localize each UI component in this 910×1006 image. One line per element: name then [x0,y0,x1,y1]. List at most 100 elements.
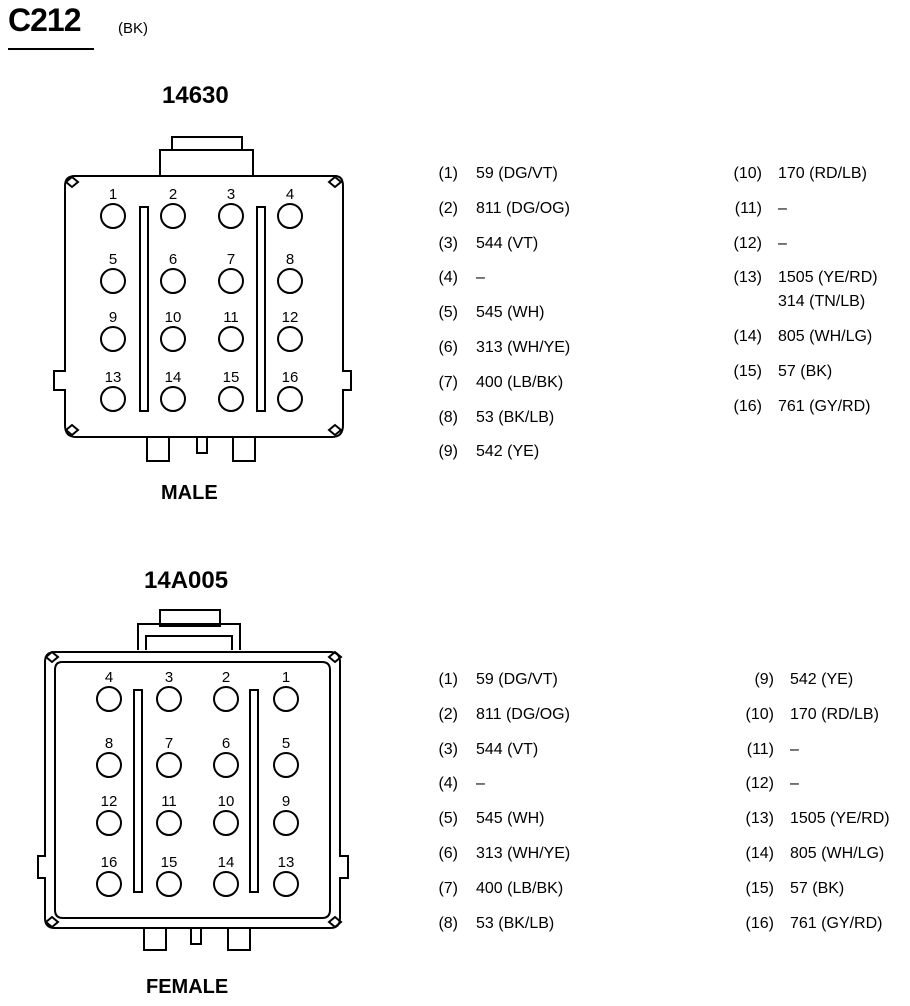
cavity-number: 10 [218,793,235,810]
circuit-wire: – [778,234,787,252]
cavity-number: 4 [105,669,113,686]
pin-entry: (8)53 (BK/LB) [432,914,570,934]
connector-color-code: (BK) [118,20,148,37]
circuit-wire: – [778,199,787,217]
pin-entry: (11)– [726,199,878,219]
pin-number: (12) [745,775,774,793]
cavity-number: 7 [165,735,173,752]
pin-number: (16) [733,397,762,415]
circuit-wire: – [790,740,799,758]
female-pin-list-left: (1)59 (DG/VT)(2)811 (DG/OG)(3)544 (VT)(4… [432,670,570,948]
pin-cavity [277,203,303,229]
pin-entry: (9)542 (YE) [432,442,570,462]
pin-number: (9) [438,443,458,461]
pin-cavity [96,871,122,897]
cavity-number: 1 [109,186,117,203]
pin-entry: (11)– [740,740,890,760]
connector-title: C212 [8,2,81,38]
circuit-wire: 1505 (YE/RD) [790,810,890,828]
circuit-wire: 761 (GY/RD) [778,397,871,415]
pin-number: (13) [733,269,762,287]
cavity-number: 1 [282,669,290,686]
circuit-wire-secondary: 314 (TN/LB) [778,293,866,311]
pin-number: (9) [754,671,774,688]
pin-number: (14) [745,844,774,862]
circuit-wire: 53 (BK/LB) [476,914,555,932]
circuit-wire: 53 (BK/LB) [476,408,555,426]
pin-cavity [156,810,182,836]
cavity-number: 8 [105,735,113,752]
pin-entry: (13) 1505 (YE/RD) [740,809,890,829]
pin-entry: (12)– [740,774,890,794]
pin-entry: (3)544 (VT) [432,234,570,254]
circuit-wire: 545 (WH) [476,304,545,322]
pin-entry: (7)400 (LB/BK) [432,879,570,899]
pin-entry: (16)761 (GY/RD) [740,914,890,934]
cavity-number: 6 [222,735,230,752]
cavity-number: 14 [165,369,182,386]
female-part-number: 14A005 [144,567,229,594]
cavity-number: 14 [218,854,235,871]
circuit-wire: – [476,775,485,793]
pin-cavity [218,326,244,352]
pin-cavity [156,752,182,778]
pin-cavity [100,203,126,229]
circuit-wire: 811 (DG/OG) [476,199,570,217]
circuit-wire: 805 (WH/LG) [790,844,885,862]
pin-number: (2) [438,199,458,217]
cavity-number: 2 [222,669,230,686]
circuit-wire: 542 (YE) [790,671,854,688]
pin-cavity [100,386,126,412]
circuit-wire: 170 (RD/LB) [790,705,879,723]
pin-number: (12) [733,234,762,252]
cavity-number: 7 [227,251,235,268]
cavity-number: 16 [101,854,118,871]
cavity-number: 12 [101,793,118,810]
cavity-number: 5 [282,735,290,752]
cavity-number: 3 [227,186,235,203]
female-pin-list-right: (9) 542 (YE) (10) 170 (RD/LB) (11)– (12)– (13)… [740,670,890,948]
pin-number: (5) [438,304,458,322]
pin-entry: (14) 805 (WH/LG) [740,844,890,864]
circuit-wire: 59 (DG/VT) [476,165,558,182]
pin-number: (14) [733,328,762,346]
pin-cavity [277,386,303,412]
pin-cavity [273,752,299,778]
pin-cavity [277,326,303,352]
pin-number: (3) [438,234,458,252]
pin-cavity [218,268,244,294]
cavity-number: 2 [169,186,177,203]
pin-cavity [100,326,126,352]
cavity-number: 15 [161,854,178,871]
cavity-number: 3 [165,669,173,686]
pin-entry: (5)545 (WH) [432,809,570,829]
pin-cavity [213,871,239,897]
cavity-number: 8 [286,251,294,268]
circuit-wire: 59 (DG/VT) [476,671,558,688]
pin-entry: (1)59 (DG/VT) [432,164,570,184]
circuit-wire: 761 (GY/RD) [790,914,883,932]
circuit-wire: 805 (WH/LG) [778,328,873,346]
pin-entry: (16) 761 (GY/RD) [726,397,878,417]
cavity-number: 16 [282,369,299,386]
circuit-wire: 313 (WH/YE) [476,338,571,356]
pin-entry: (9) 542 (YE) [740,670,890,690]
pin-number: (10) [733,165,762,182]
pin-cavity [213,686,239,712]
pin-number: (13) [745,810,774,828]
pin-entry: (4)– [432,774,570,794]
pin-entry: (15)57 (BK) [740,879,890,899]
pin-entry: (2) 811 (DG/OG) [432,199,570,219]
pin-number: (3) [438,740,458,758]
pin-number: (7) [438,373,458,391]
pin-cavity [160,326,186,352]
pin-cavity [156,686,182,712]
pin-cavity [96,810,122,836]
cavity-number: 12 [282,309,299,326]
female-label: FEMALE [146,976,229,998]
pin-cavity [273,810,299,836]
pin-cavity [160,203,186,229]
male-label: MALE [161,482,218,504]
pin-number: (10) [745,705,774,723]
